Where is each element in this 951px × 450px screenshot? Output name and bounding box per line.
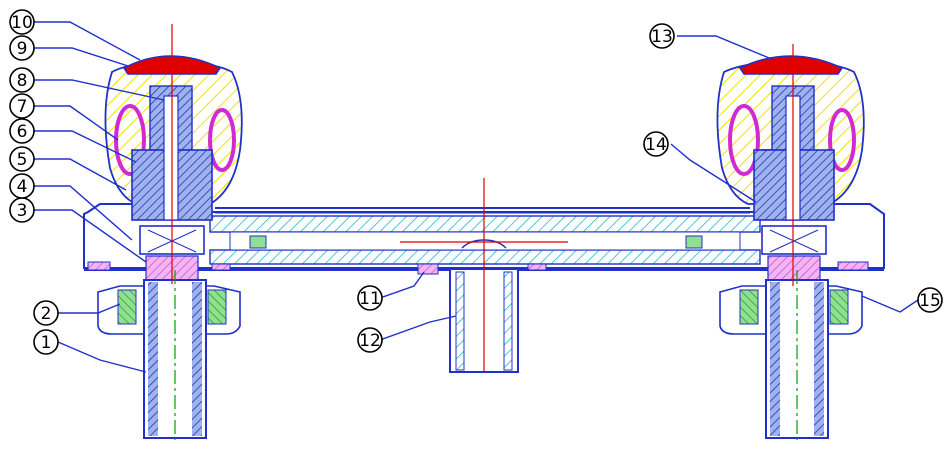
callout-circle bbox=[643, 131, 669, 157]
callout-number: 2 bbox=[41, 304, 52, 324]
base-gasket-left bbox=[87, 261, 111, 271]
callout-circle bbox=[33, 329, 59, 355]
callout-number: 3 bbox=[17, 201, 28, 221]
callout-circle bbox=[9, 67, 35, 93]
right-spring-inner bbox=[828, 108, 856, 172]
callout-number: 4 bbox=[17, 177, 28, 197]
left-spring-outer bbox=[114, 104, 146, 176]
callout-circle bbox=[357, 327, 383, 353]
callout-circle bbox=[9, 173, 35, 199]
callout-number: 5 bbox=[17, 150, 28, 170]
callout-number: 8 bbox=[17, 71, 28, 91]
callout-5: 5 bbox=[9, 146, 35, 172]
crossbar-tube-lower bbox=[209, 249, 761, 265]
left-valve-assembly bbox=[97, 55, 243, 439]
callout-circle bbox=[9, 118, 35, 144]
callout-circle bbox=[9, 93, 35, 119]
callout-circle bbox=[917, 287, 943, 313]
callout-number: 10 bbox=[11, 13, 33, 33]
callout-13: 13 bbox=[649, 23, 675, 49]
callout-circle bbox=[9, 9, 35, 35]
callout-7: 7 bbox=[9, 93, 35, 119]
right-seat bbox=[767, 255, 821, 281]
callout-number: 9 bbox=[17, 39, 28, 59]
crossbar-tube bbox=[209, 215, 761, 233]
callout-circle bbox=[649, 23, 675, 49]
callout-8: 8 bbox=[9, 67, 35, 93]
callout-15: 15 bbox=[917, 287, 943, 313]
callout-9: 9 bbox=[9, 35, 35, 61]
left-spring-inner bbox=[208, 108, 236, 172]
callout-number: 12 bbox=[359, 331, 381, 351]
callout-number: 11 bbox=[359, 289, 381, 309]
callout-2: 2 bbox=[33, 300, 59, 326]
callout-circle bbox=[357, 285, 383, 311]
right-cartridge-lower bbox=[761, 225, 827, 255]
callout-circle bbox=[9, 146, 35, 172]
callout-number: 14 bbox=[645, 135, 667, 155]
base-gasket-mid-left bbox=[211, 263, 231, 271]
callout-circle bbox=[9, 35, 35, 61]
callout-3: 3 bbox=[9, 197, 35, 223]
callout-10: 10 bbox=[9, 9, 35, 35]
callout-11: 11 bbox=[357, 285, 383, 311]
tube-end-fitting-right bbox=[685, 235, 703, 249]
tube-end-fitting-left bbox=[249, 235, 267, 249]
leader-lines bbox=[32, 21, 919, 373]
callout-number: 13 bbox=[651, 27, 673, 47]
base-gasket-center bbox=[417, 263, 439, 275]
callout-6: 6 bbox=[9, 118, 35, 144]
callout-4: 4 bbox=[9, 173, 35, 199]
callout-number: 15 bbox=[919, 291, 941, 311]
callout-circle bbox=[33, 300, 59, 326]
callout-14: 14 bbox=[643, 131, 669, 157]
callout-number: 6 bbox=[17, 122, 28, 142]
callout-12: 12 bbox=[357, 327, 383, 353]
callout-1: 1 bbox=[33, 329, 59, 355]
right-spring-outer bbox=[728, 104, 760, 176]
right-valve-assembly bbox=[716, 55, 865, 439]
callout-number: 1 bbox=[41, 333, 52, 353]
right-cap bbox=[738, 55, 844, 75]
base-gasket-right bbox=[837, 261, 869, 271]
callout-number: 7 bbox=[17, 97, 28, 117]
base-gasket-mid-right bbox=[527, 263, 547, 271]
